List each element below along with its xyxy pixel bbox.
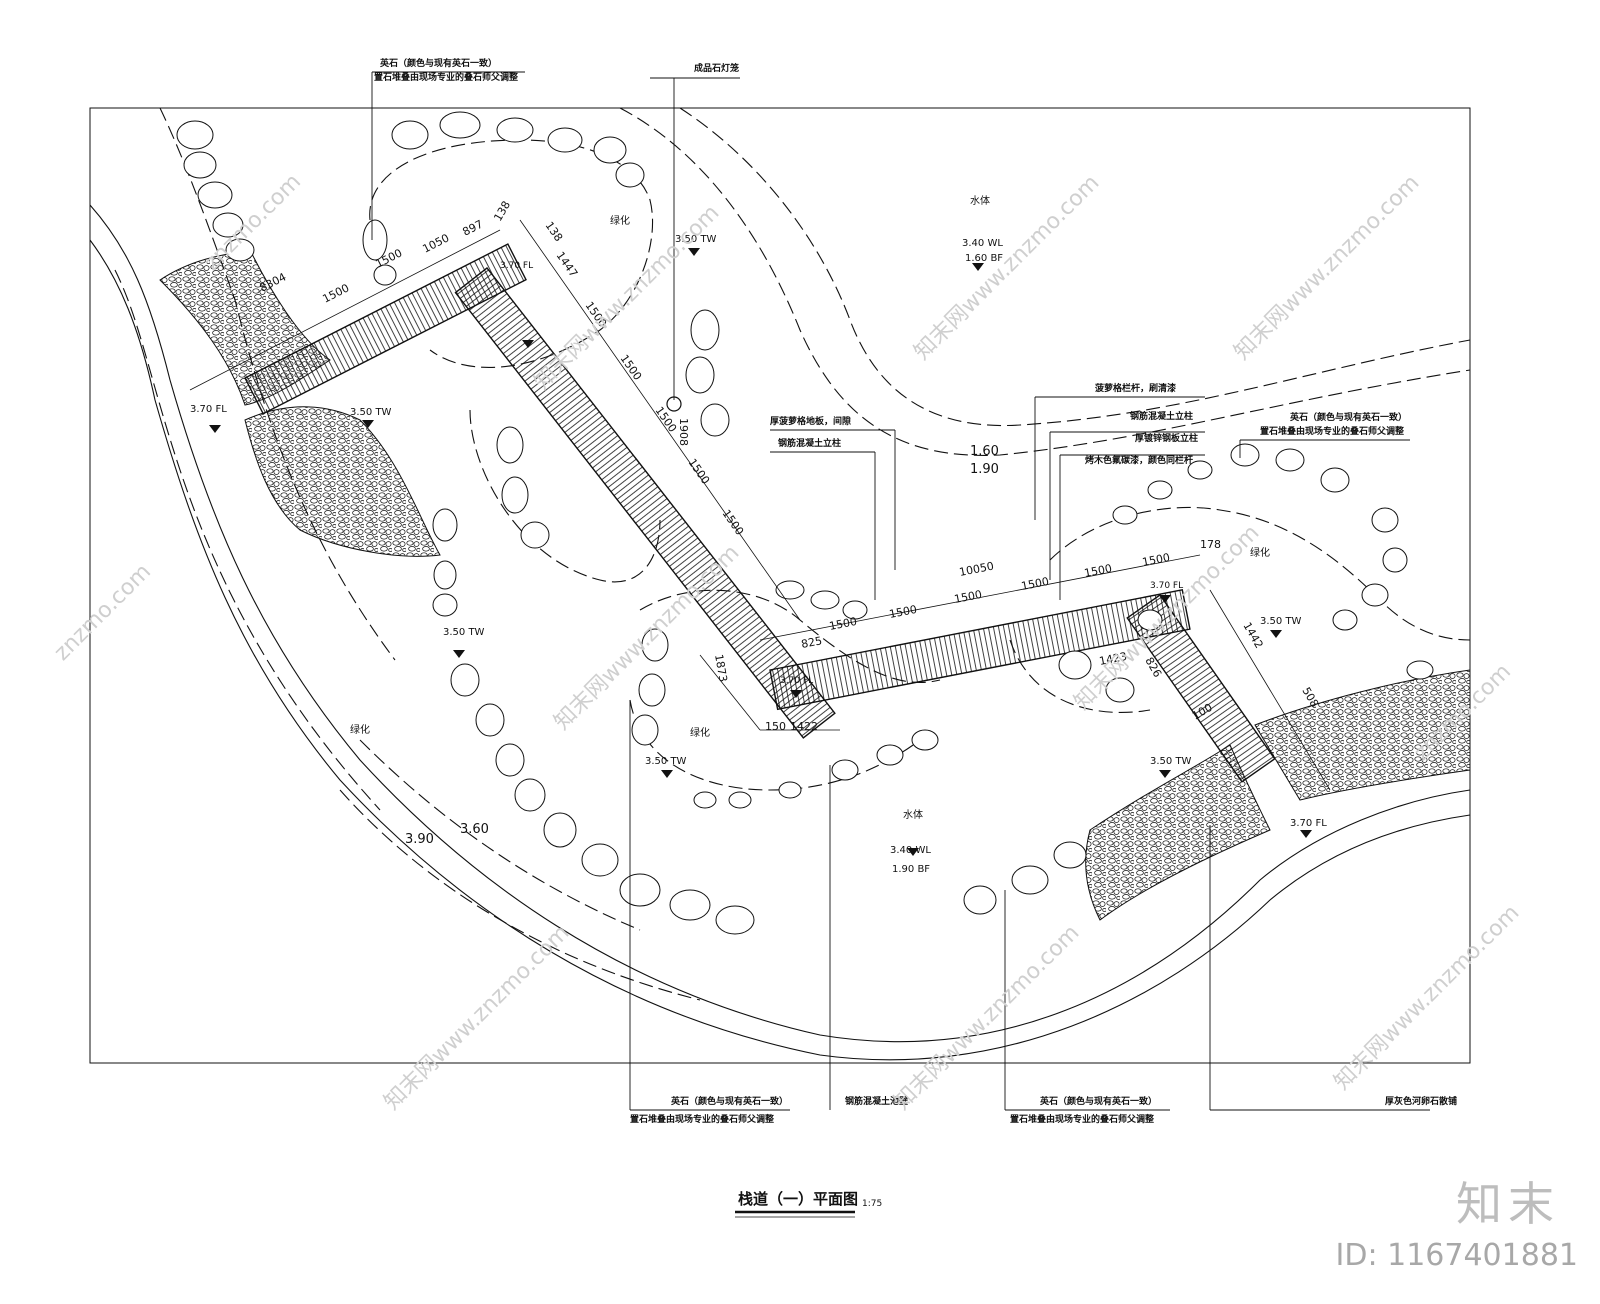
callout-rock-bl-line1: 英石（颜色与现有英石一致） [670,1095,788,1107]
water-bottom-wl: 3.40 WL [890,845,931,856]
dim-150: 150 [765,720,786,733]
drawing-title: 栈道（一）平面图 1:75 [735,1190,882,1218]
dim-897: 897 [460,218,485,239]
water-top-wl: 3.40 WL [962,238,1003,249]
fl-right-bottom: 3.70 FL [1290,818,1327,829]
dim-178: 178 [1200,538,1221,551]
dim-1447: 1447 [554,249,581,279]
tw-left-mid: 3.50 TW [443,627,485,638]
tw-top: 3.50 TW [675,234,717,245]
contour-160: 1.60 [970,444,999,459]
dim-1500-k: 1500 [1020,575,1050,593]
zone-green-right: 绿化 [1250,546,1270,559]
rock-clusters [176,111,1434,935]
dim-1500-a: 1500 [320,281,351,305]
dim-1050: 1050 [420,231,451,255]
zone-labels: 绿化 绿化 绿化 绿化 水体 水体 [350,195,1270,821]
callout-lantern: 成品石灯笼 [694,62,739,74]
callout-rock-top-line2: 置石堆叠由现场专业的叠石师父调整 [374,71,518,83]
water-bottom-bf: 1.90 BF [892,864,930,875]
callout-rock-bm-line1: 英石（颜色与现有英石一致） [1039,1095,1157,1107]
drawing-frame [89,107,1471,1064]
tw-left-top: 3.50 TW [350,407,392,418]
image-id-label: ID: 1167401881 [1335,1238,1578,1273]
tw-right: 3.50 TW [1260,616,1302,627]
dim-1873: 1873 [712,653,730,683]
callout-rail: 菠萝格栏杆，刷清漆 [1095,382,1176,394]
dim-1500-l: 1500 [1083,562,1113,580]
callout-paint: 烤木色氟碳漆，颜色同栏杆 [1085,454,1193,466]
dim-825: 825 [800,634,823,651]
dim-10050: 10050 [958,560,995,579]
callout-pebble: 厚灰色河卵石散铺 [1385,1095,1457,1107]
contour-390: 3.90 [405,832,434,847]
zone-water-top: 水体 [970,195,990,207]
tw-mid: 3.50 TW [645,756,687,767]
dim-1500-h: 1500 [828,615,858,633]
callout-texts: 英石（颜色与现有英石一致） 置石堆叠由现场专业的叠石师父调整 成品石灯笼 菠萝格… [374,57,1457,1125]
dim-1500-d: 1500 [618,352,645,382]
dim-1908: 1908 [677,418,690,446]
brand-logo: 知末 [1456,1177,1560,1231]
dim-1500-m: 1500 [1141,551,1171,569]
water-top-bf: 1.60 BF [965,253,1003,264]
zone-green-top: 绿化 [610,214,630,227]
drawing-title-text: 栈道（一）平面图 [738,1190,858,1208]
callout-rock-bm-line2: 置石堆叠由现场专业的叠石师父调整 [1010,1113,1154,1125]
callout-steel-post: 厚镀锌钢板立柱 [1135,432,1198,444]
callout-rock-right-line2: 置石堆叠由现场专业的叠石师父调整 [1260,425,1404,437]
dim-1423: 1423 [1098,650,1128,668]
dimension-lines [189,219,1331,791]
boardwalk [244,243,1276,783]
callout-deck: 厚菠萝格地板，间隙 [770,415,851,427]
callout-rock-right-line1: 英石（颜色与现有英石一致） [1289,411,1407,423]
drawing-scale: 1:75 [862,1199,882,1209]
dim-1422: 1422 [790,720,818,733]
dim-138-a: 138 [491,199,513,224]
contour-190: 1.90 [970,462,999,477]
dim-1500-g: 1500 [720,507,747,537]
callout-pool-wall: 钢筋混凝土池壁 [845,1095,908,1107]
zone-water-bottom: 水体 [903,809,923,821]
callout-rc-post-right: 钢筋混凝土立柱 [1130,410,1193,422]
zone-green-left: 绿化 [350,723,370,736]
fl-left: 3.70 FL [190,404,227,415]
dim-1500-e: 1500 [653,404,680,434]
fl-mid: 3.70 FL [780,676,813,686]
fl-top: 3.70 FL [500,261,533,271]
zone-green-middle: 绿化 [690,726,710,739]
level-markers [209,248,1312,856]
tw-right-mid: 3.50 TW [1150,756,1192,767]
leader-lines [371,71,1430,1111]
callout-rock-bl-line2: 置石堆叠由现场专业的叠石师父调整 [630,1113,774,1125]
dim-1500-j: 1500 [953,588,983,606]
callout-rock-top-line1: 英石（颜色与现有英石一致） [379,57,497,69]
contour-360: 3.60 [460,822,489,837]
dim-1500-f: 1500 [686,456,713,486]
level-labels: 3.40 WL 1.60 BF 3.40 WL 1.90 BF 3.50 TW … [190,234,1327,875]
dim-1500-i: 1500 [888,603,918,621]
fl-right-top: 3.70 FL [1150,581,1183,591]
dim-138-b: 138 [543,219,566,244]
callout-rc-post-left: 钢筋混凝土立柱 [778,437,841,449]
